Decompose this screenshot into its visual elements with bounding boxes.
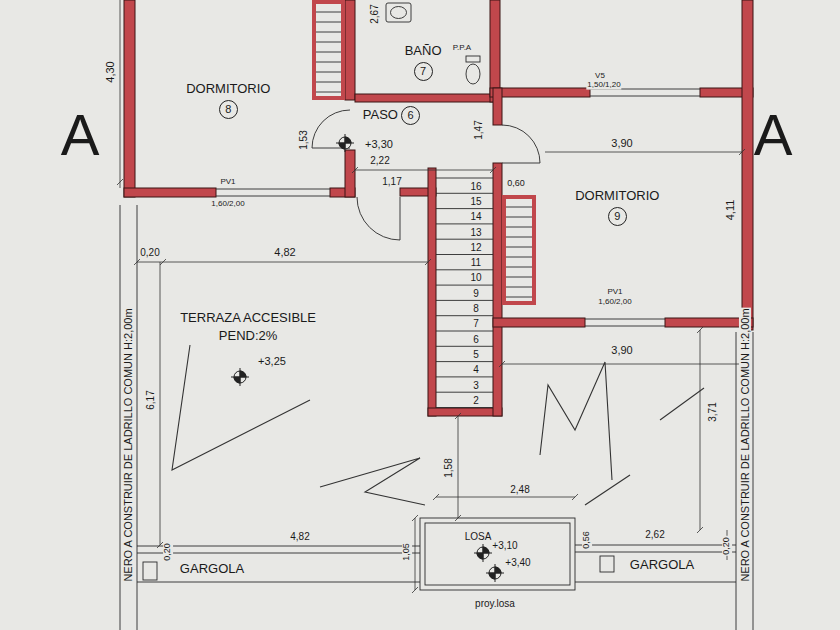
- plan-annotation: V5: [594, 72, 606, 81]
- plan-annotation: +3,40: [504, 557, 531, 568]
- section-mark: A: [60, 103, 101, 167]
- plan-annotation: 3,90: [610, 344, 633, 356]
- plan-annotation: 16: [469, 180, 482, 191]
- plan-annotation: 4,11: [724, 199, 736, 222]
- plan-annotation: 2,67: [369, 3, 380, 24]
- plan-annotation: 3,90: [610, 137, 633, 149]
- room-label: BAÑO 7: [399, 40, 448, 85]
- bath-fixtures: [386, 3, 480, 84]
- plan-annotation: 6: [472, 333, 480, 344]
- plan-annotation: +3,25: [257, 355, 287, 367]
- plan-annotation: 1,53: [298, 129, 309, 150]
- plan-annotation: LOSA: [464, 531, 493, 542]
- stair-treads: [436, 178, 493, 408]
- plan-annotation: 1,58: [443, 457, 454, 478]
- plan-annotation: 2,62: [644, 529, 665, 540]
- plan-annotation: 0,20: [722, 536, 732, 556]
- room-label: DORMITORIO 8: [180, 78, 277, 123]
- level-markers: [231, 134, 504, 582]
- plan-annotation: 2: [472, 394, 480, 405]
- room-label: PASO6: [356, 102, 426, 129]
- room-name: TERRAZA ACCESIBLE: [180, 311, 316, 326]
- plan-annotation: 1,50/1,20: [586, 81, 621, 90]
- windows: [216, 89, 700, 326]
- plan-annotation: 1,60/2,00: [210, 200, 245, 209]
- plan-annotation: +3,30: [364, 138, 394, 150]
- plan-annotation: 3: [472, 379, 480, 390]
- room-name: DORMITORIO: [575, 189, 659, 204]
- closets: [314, 2, 534, 303]
- plan-annotation: P.P.A: [452, 44, 472, 53]
- plan-annotation: 10: [469, 272, 482, 283]
- plan-annotation: PV1: [219, 178, 236, 187]
- walls: [124, 0, 753, 416]
- boundary-lines: [120, 205, 753, 630]
- plan-annotation: 0,20: [139, 247, 160, 258]
- room-number: 9: [608, 207, 627, 226]
- plan-annotation: PV1: [606, 288, 623, 297]
- plan-annotation: GARGOLA: [179, 562, 245, 576]
- room-number: 7: [414, 62, 433, 81]
- plan-annotation: 13: [469, 226, 482, 237]
- room-name: BAÑO: [405, 44, 442, 59]
- room-label: TERRAZA ACCESIBLE PEND:2%: [174, 307, 322, 348]
- plan-annotation: 6,17: [145, 389, 156, 410]
- plan-annotation: 11: [470, 257, 482, 268]
- plan-annotation: 0,20: [163, 542, 173, 562]
- room-name: PASO: [363, 108, 398, 123]
- room-label: DORMITORIO 9: [569, 185, 666, 230]
- slab: [420, 518, 575, 590]
- room-name: DORMITORIO: [186, 82, 270, 97]
- plan-annotation: 3,71: [707, 401, 718, 422]
- doors: [312, 110, 540, 240]
- room-number: 6: [401, 106, 420, 125]
- plan-annotation: 14: [469, 211, 482, 222]
- parapets: [137, 545, 736, 582]
- room-name: PEND:2%: [219, 329, 278, 344]
- section-mark: A: [753, 103, 794, 167]
- plan-annotation: 5: [472, 348, 480, 359]
- plan-annotation: 0,56: [582, 530, 592, 550]
- plan-annotation: proy.losa: [474, 598, 516, 609]
- plan-annotation: 1,17: [381, 176, 402, 187]
- terrace-hatch: [172, 345, 704, 505]
- plan-annotation: 12: [469, 241, 482, 252]
- plan-annotation: 4,82: [273, 246, 296, 258]
- plan-annotation: 9: [472, 287, 480, 298]
- dimension-lines: [117, 0, 745, 593]
- plan-annotation: 0,60: [506, 179, 526, 189]
- plan-annotation: 1,05: [402, 542, 412, 562]
- plan-annotation: 2,48: [509, 484, 530, 495]
- plan-annotation: GARGOLA: [629, 558, 695, 572]
- plan-annotation: 4,30: [104, 60, 116, 83]
- plan-annotation: 1,47: [473, 119, 484, 140]
- plan-annotation: NERO A CONSTRUIR DE LADRILLO COMUN H:2,0…: [739, 307, 751, 582]
- plan-annotation: 2,22: [369, 155, 390, 166]
- plan-annotation: +3,10: [491, 540, 518, 551]
- plan-annotation: NERO A CONSTRUIR DE LADRILLO COMUN H:2,0…: [122, 307, 134, 582]
- room-number: 8: [219, 100, 238, 119]
- plan-annotation: 4,82: [289, 531, 310, 542]
- plan-annotation: 7: [472, 318, 480, 329]
- plan-annotation: 15: [469, 195, 482, 206]
- plan-annotation: 4: [472, 364, 480, 375]
- plan-annotation: 1,60/2,00: [597, 298, 632, 307]
- plan-annotation: 8: [472, 303, 480, 314]
